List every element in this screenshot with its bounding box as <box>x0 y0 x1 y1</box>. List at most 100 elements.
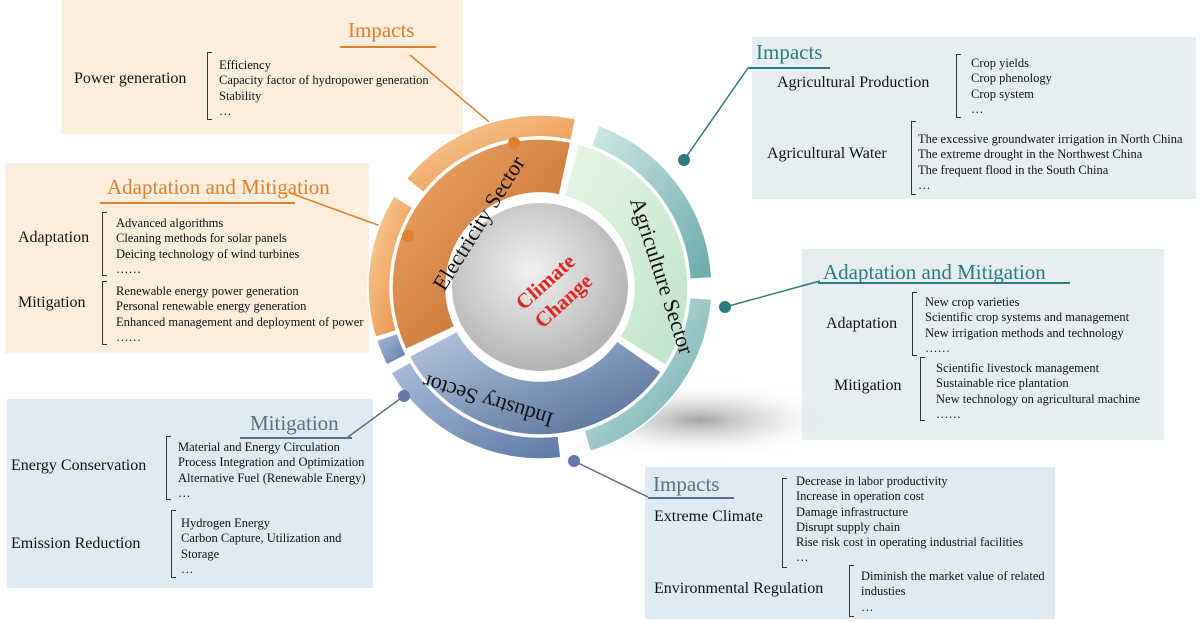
electricity-adaptation-panel <box>5 163 369 353</box>
list-item: Deicing technology of wind turbines <box>116 246 300 261</box>
electricity-outer-ring-top <box>405 114 577 194</box>
list-item: Material and Energy Circulation <box>178 440 340 454</box>
extreme-climate-label: Extreme Climate <box>654 508 763 525</box>
industry-mitigation-underline <box>240 437 352 439</box>
industry-outer-ring-bottom <box>390 360 562 460</box>
agricultural-production-brace <box>956 54 961 118</box>
list-item: … <box>918 177 931 192</box>
list-item: Efficiency <box>219 58 271 72</box>
power-generation-brace <box>207 52 212 120</box>
agriculture-adaptation-panel <box>802 249 1164 440</box>
agricultural-production-list: Crop yields Crop phenology Crop system … <box>971 56 1052 117</box>
industry-impacts-title: Impacts <box>653 472 720 496</box>
connector-dots <box>398 137 731 467</box>
list-item: Process Integration and Optimization <box>178 455 365 470</box>
list-item: Scientific livestock management <box>936 361 1100 375</box>
agricultural-production-label: Agricultural Production <box>777 74 930 91</box>
industry-impacts-panel <box>645 467 1055 619</box>
industry-mitigation-panel <box>7 399 373 588</box>
electricity-impacts-underline <box>340 46 436 48</box>
electricity-inner-ring <box>391 138 572 351</box>
electricity-impacts-panel <box>61 0 463 134</box>
extreme-climate-list: Decrease in labor productivity Increase … <box>796 474 1023 566</box>
agriculture-outer-ring-top <box>590 124 713 280</box>
industry-outer-ring-left <box>375 332 408 367</box>
electricity-adaptation-list: Advanced algorithms Cleaning methods for… <box>116 216 299 277</box>
list-item: …… <box>936 406 961 421</box>
electricity-outer-ring-left <box>367 194 414 339</box>
climate-change-center-disk <box>452 203 628 371</box>
environmental-regulation-brace <box>849 565 854 617</box>
list-item: Personal renewable energy generation <box>116 299 307 314</box>
agriculture-adaptation-list: New crop varieties Scientific crop syste… <box>925 295 1129 356</box>
agriculture-adaptation-title: Adaptation and Mitigation <box>823 260 1046 284</box>
list-item: Scientific crop systems and management <box>925 310 1130 325</box>
agriculture-impacts-title: Impacts <box>756 40 823 64</box>
environmental-regulation-label: Environmental Regulation <box>654 580 824 597</box>
electricity-mitigation-list: Renewable energy power generation Person… <box>116 284 363 345</box>
agriculture-mitigation-brace <box>920 357 925 421</box>
agriculture-mitigation-label: Mitigation <box>834 377 902 394</box>
list-item: New crop varieties <box>925 295 1020 309</box>
agriculture-adaptation-label: Adaptation <box>826 315 898 332</box>
list-item: …… <box>116 261 141 276</box>
agricultural-water-label: Agricultural Water <box>767 145 887 162</box>
emission-reduction-list: Hydrogen Energy Carbon Capture, Utilizat… <box>181 516 341 577</box>
agriculture-adaptation-underline <box>818 282 1070 284</box>
energy-conservation-list: Material and Energy Circulation Process … <box>178 440 366 501</box>
list-item: Crop system <box>971 86 1034 101</box>
list-item: … <box>219 103 232 118</box>
environmental-regulation-list: Diminish the market value of related ind… <box>861 569 1045 615</box>
list-item: … <box>861 599 874 614</box>
list-item: The excessive groundwater irrigation in … <box>918 132 1183 146</box>
list-item: Diminish the market value of related <box>861 569 1045 583</box>
list-item: … <box>971 101 984 116</box>
list-item: Cleaning methods for solar panels <box>116 231 287 246</box>
industry-mitigation-title: Mitigation <box>250 411 339 435</box>
electricity-adaptation-label: Adaptation <box>18 229 90 246</box>
power-generation-list: Efficiency Capacity factor of hydropower… <box>219 58 429 119</box>
extreme-climate-brace <box>782 478 787 568</box>
list-item: … <box>796 550 809 565</box>
list-item: Damage infrastructure <box>796 504 909 519</box>
list-item: Storage <box>181 546 220 561</box>
agriculture-inner-ring <box>563 143 689 367</box>
agricultural-water-list: The excessive groundwater irrigation in … <box>918 132 1183 193</box>
electricity-mitigation-label: Mitigation <box>18 294 86 311</box>
agriculture-mitigation-list: Scientific livestock management Sustaina… <box>936 361 1140 422</box>
list-item: Enhanced management and deployment of po… <box>116 314 364 329</box>
list-item: Hydrogen Energy <box>181 516 270 530</box>
agriculture-outer-ring-right <box>582 296 713 453</box>
emission-reduction-label: Emission Reduction <box>11 535 141 552</box>
electricity-mitigation-brace <box>102 281 107 345</box>
list-item: The extreme drought in the Northwest Chi… <box>918 147 1143 162</box>
list-item: Rise risk cost in operating industrial f… <box>796 535 1024 550</box>
list-item: …… <box>116 329 141 344</box>
energy-conservation-brace <box>166 436 171 500</box>
list-item: Increase in operation cost <box>796 489 925 504</box>
agricultural-water-brace <box>911 121 916 195</box>
electricity-adaptation-underline <box>100 202 295 204</box>
list-item: Disrupt supply chain <box>796 519 901 534</box>
agriculture-impacts-panel <box>752 37 1196 199</box>
list-item: New technology on agricultural machine <box>936 391 1141 406</box>
electricity-adaptation-brace <box>102 212 107 276</box>
list-item: The frequent flood in the South China <box>918 162 1109 177</box>
list-item: Sustainable rice plantation <box>936 376 1069 391</box>
list-item: Advanced algorithms <box>116 216 224 230</box>
energy-conservation-label: Energy Conservation <box>11 457 147 474</box>
industry-inner-ring <box>408 330 663 436</box>
list-item: Crop phenology <box>971 71 1052 86</box>
list-item: Renewable energy power generation <box>116 284 299 298</box>
list-item: Carbon Capture, Utilization and <box>181 531 342 546</box>
emission-reduction-brace <box>171 510 176 578</box>
list-item: Crop yields <box>971 56 1029 70</box>
electricity-adaptation-title: Adaptation and Mitigation <box>107 175 330 199</box>
list-item: New irrigation methods and technology <box>925 325 1124 340</box>
list-item: Alternative Fuel (Renewable Energy) <box>178 470 366 485</box>
agriculture-impacts-underline <box>748 67 830 69</box>
list-item: … <box>181 561 194 576</box>
agriculture-adaptation-brace <box>912 292 917 356</box>
industry-impacts-underline <box>648 497 734 499</box>
